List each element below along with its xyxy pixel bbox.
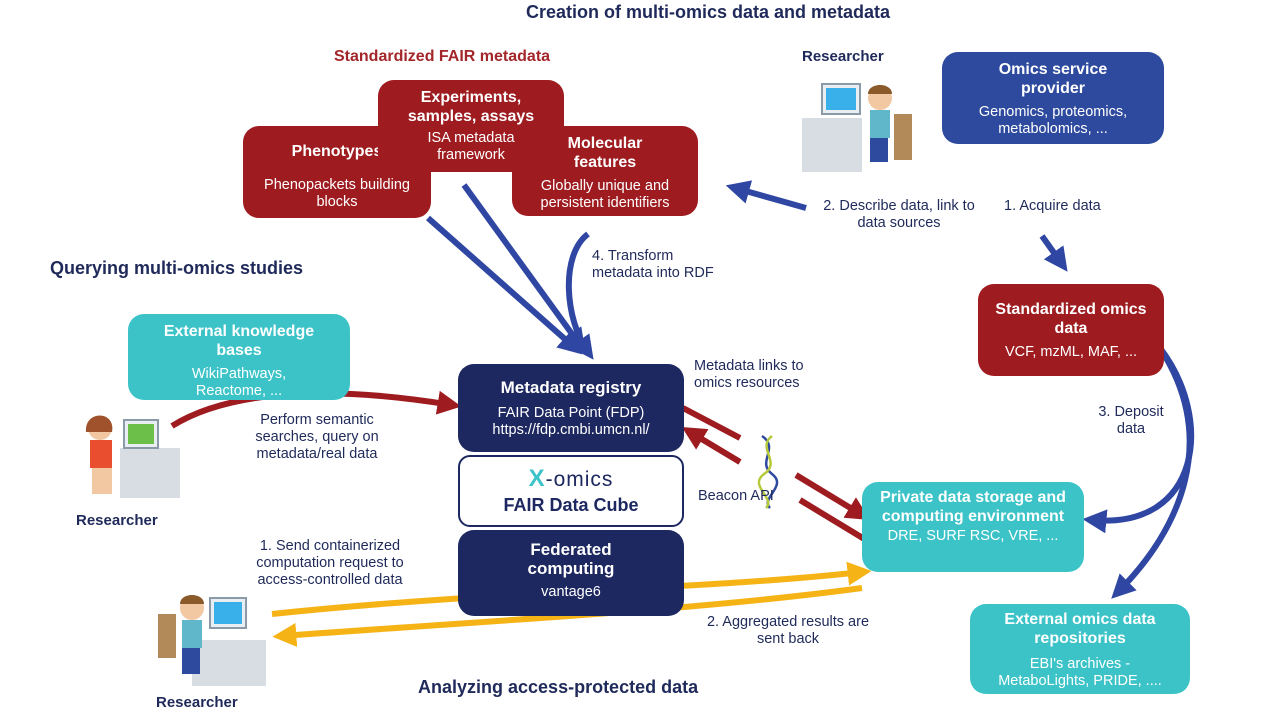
phenotypes-sub: Phenopackets building blocks	[264, 177, 410, 210]
arrow-private-beacon	[798, 497, 868, 543]
private-storage-title: Private data storage and computing envir…	[880, 489, 1066, 525]
federated-title: Federated computing	[527, 540, 615, 578]
federated-sub: vantage6	[541, 584, 601, 600]
omics-service-title: Omics service provider	[998, 61, 1108, 97]
note-deposit: 3. Deposit data	[1098, 404, 1164, 437]
experiments-sub: ISA metadata framework	[427, 130, 515, 163]
researcher-top-label: Researcher	[802, 48, 884, 65]
note-metadata-links: Metadata links to omics resources	[694, 358, 804, 391]
arrow-beacon-registry	[681, 427, 742, 465]
arrow-describe	[725, 180, 807, 211]
researcher-bottom-figure	[158, 595, 266, 686]
xomics-logo-text: -omics	[545, 468, 614, 491]
molecular-title: Molecular features	[567, 135, 643, 171]
note-semantic: Perform semantic searches, query on meta…	[255, 412, 379, 462]
external-repos-title: External omics data repositories	[1004, 611, 1156, 647]
experiments-box: Experiments, samples, assays ISA metadat…	[378, 80, 564, 172]
phenotypes-box: Phenotypes Phenopackets building blocks	[243, 126, 431, 218]
note-aggregated: 2. Aggregated results are sent back	[706, 614, 870, 647]
external-repos-sub: EBI's archives - MetaboLights, PRIDE, ..…	[998, 656, 1162, 689]
heading-analyzing: Analyzing access-protected data	[418, 677, 699, 697]
metadata-registry-url[interactable]: https://fdp.cmbi.umcn.nl/	[492, 422, 650, 438]
note-describe: 2. Describe data, link to data sources	[823, 198, 975, 231]
note-beacon: Beacon API	[698, 488, 774, 504]
note-send: 1. Send containerized computation reques…	[256, 538, 404, 588]
metadata-registry-box: Metadata registry FAIR Data Point (FDP) …	[458, 364, 684, 452]
arrow-acquire	[1039, 234, 1068, 272]
omics-service-box: Omics service provider Genomics, proteom…	[942, 52, 1164, 144]
researcher-top-figure	[802, 83, 912, 172]
arrow-registry-beacon	[681, 405, 742, 441]
heading-fair-metadata: Standardized FAIR metadata	[334, 48, 551, 65]
metadata-registry-sub: FAIR Data Point (FDP)	[497, 405, 645, 421]
external-kb-sub: WikiPathways, Reactome, ...	[191, 366, 287, 399]
standardized-omics-sub: VCF, mzML, MAF, ...	[1004, 344, 1138, 360]
federated-computing-box: Federated computing vantage6	[458, 530, 684, 616]
omics-service-sub: Genomics, proteomics, metabolomics, ...	[978, 104, 1128, 137]
researcher-left-label: Researcher	[76, 512, 158, 529]
dna-helix-icon	[757, 434, 779, 509]
arrow-transform	[565, 231, 594, 360]
note-acquire: 1. Acquire data	[1004, 198, 1101, 214]
xomics-logo: X-omics	[460, 465, 682, 493]
fair-data-cube-box: X-omics FAIR Data Cube	[458, 455, 684, 527]
arrow-experiments-registry	[461, 183, 586, 353]
xomics-logo-x: X	[528, 465, 546, 492]
experiments-title: Experiments, samples, assays	[407, 89, 535, 125]
standardized-omics-title: Standardized omics data	[995, 301, 1147, 337]
note-transform: 4. Transform metadata into RDF	[592, 248, 714, 281]
phenotypes-title: Phenotypes	[291, 143, 383, 160]
private-storage-sub: DRE, SURF RSC, VRE, ...	[887, 528, 1059, 544]
arrow-deposit-external	[1111, 346, 1193, 599]
heading-creation: Creation of multi-omics data and metadat…	[526, 2, 891, 22]
metadata-registry-title: Metadata registry	[500, 378, 642, 397]
arrow-beacon-private	[794, 472, 871, 520]
fair-data-cube-title: FAIR Data Cube	[503, 495, 639, 515]
external-kb-box: External knowledge bases WikiPathways, R…	[128, 314, 350, 400]
standardized-omics-box: Standardized omics data VCF, mzML, MAF, …	[978, 284, 1164, 376]
external-kb-title: External knowledge bases	[163, 323, 315, 359]
researcher-left-figure	[85, 415, 180, 498]
molecular-sub: Globally unique and persistent identifie…	[540, 178, 670, 211]
heading-querying: Querying multi-omics studies	[50, 258, 304, 278]
researcher-bottom-label: Researcher	[156, 694, 238, 711]
external-repos-box: External omics data repositories EBI's a…	[970, 604, 1190, 694]
arrow-phenotypes-registry	[426, 215, 583, 355]
private-storage-box: Private data storage and computing envir…	[862, 482, 1084, 572]
